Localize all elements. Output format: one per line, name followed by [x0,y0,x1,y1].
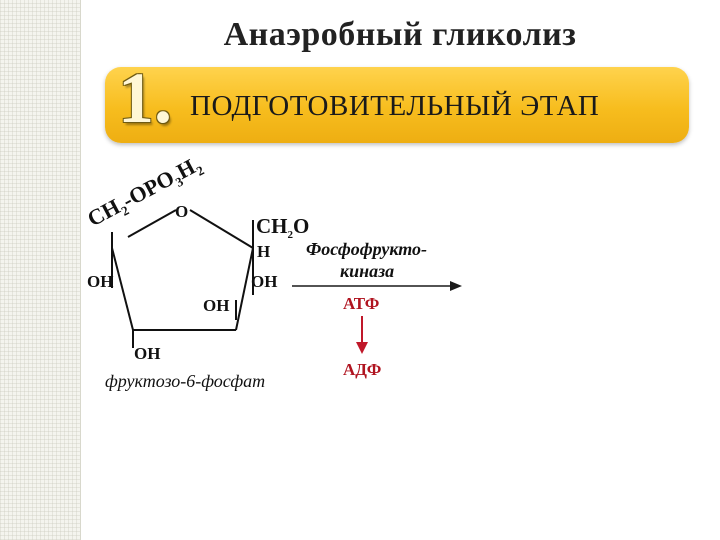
hydroxyl-bottom-label: OH [134,344,161,363]
enzyme-name-line2: киназа [340,261,395,281]
hydroxyl-middle-label: OH [203,296,230,315]
ring-bond-right [235,247,254,331]
hydroxyl-left-label: OH [87,272,114,291]
stage-banner [105,67,689,143]
hydroxyl-right-label: OH [251,272,278,291]
slide-title: Анаэробный гликолиз [223,16,577,53]
hydrogen-label: H [257,242,271,261]
enzyme-name-line1: Фосфофрукто- [306,239,428,259]
step-number: 1. [118,58,172,138]
atp-label: АТФ [343,294,380,313]
ch2o-label: CH2O [256,214,310,242]
cofactor-arrowhead [356,342,368,354]
stage-title: ПОДГОТОВИТЕЛЬНЫЙ ЭТАП [190,90,600,122]
ring-oxygen-label: O [175,202,189,221]
ring-bond-left [111,247,134,331]
left-decorative-band [0,0,81,540]
adp-label: АДФ [343,360,382,379]
reaction-arrowhead [450,281,462,291]
molecule-name: фруктозо-6-фосфат [105,371,266,391]
ring-bond-top-left [127,209,177,238]
ring-bond-top-right [189,209,254,249]
